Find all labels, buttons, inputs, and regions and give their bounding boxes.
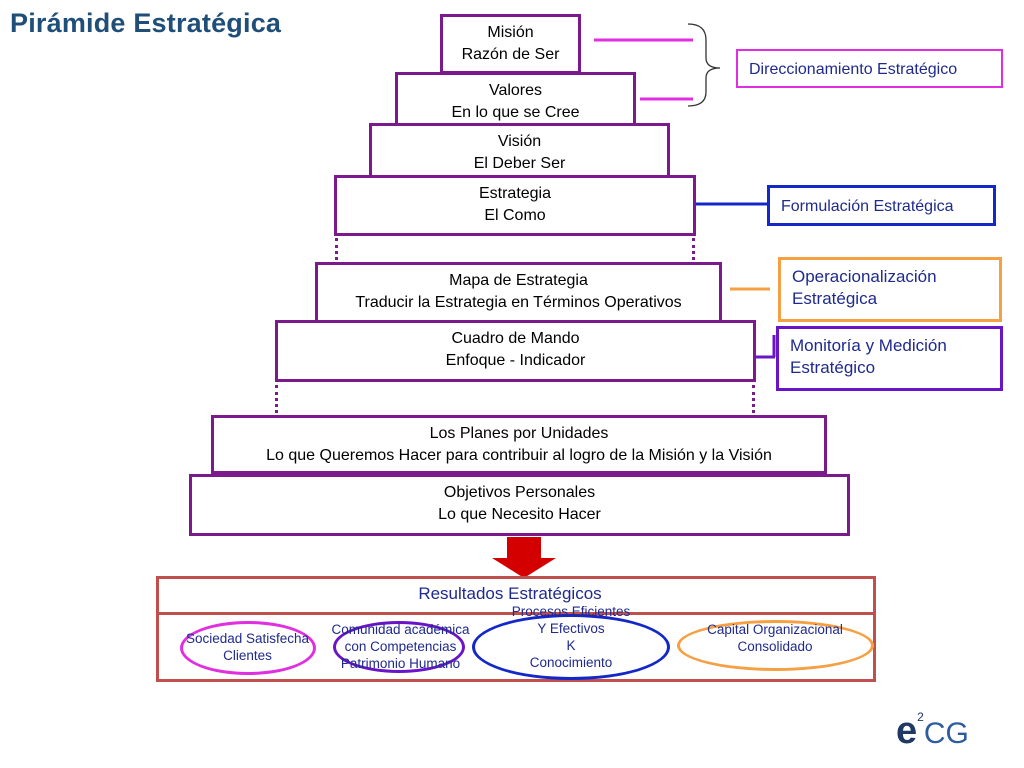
pyramid-level-line1: Mapa de Estrategia (449, 272, 588, 289)
result-procesos: Procesos Eficientes Y Efectivos K Conoci… (490, 603, 652, 671)
result-line: Comunidad académica (331, 622, 470, 637)
curly-brace (687, 23, 721, 107)
pyramid-level-line1: Misión (487, 24, 534, 41)
result-line: Patrimonio Humano (340, 656, 461, 671)
label-monitoria-line1: Monitoría y Medición (790, 336, 947, 355)
pyramid-level-line1: Los Planes por Unidades (429, 425, 609, 442)
pyramid-level-estrategia: Estrategia El Como (334, 175, 696, 236)
result-clientes: Sociedad Satisfecha Clientes (170, 630, 325, 664)
pyramid-level-valores: Valores En lo que se Cree (395, 72, 636, 128)
label-formulacion: Formulación Estratégica (767, 185, 996, 226)
pyramid-level-mision: Misión Razón de Ser (440, 14, 581, 74)
ellipse-comunidad (333, 621, 465, 673)
pyramid-level-line2: Lo que Necesito Hacer (438, 506, 601, 523)
result-comunidad: Comunidad académica con Competencias Pat… (318, 621, 483, 672)
results-title: Resultados Estratégicos (418, 584, 602, 603)
pyramid-level-cuadro: Cuadro de Mando Enfoque - Indicador (275, 320, 756, 382)
ellipse-capital (677, 620, 874, 671)
results-panel (156, 576, 876, 682)
result-line: Capital Organizacional (707, 622, 843, 637)
pyramid-level-line2: Lo que Queremos Hacer para contribuir al… (266, 447, 772, 464)
pyramid-level-line2: En lo que se Cree (451, 104, 580, 121)
pyramid-level-line2: Enfoque - Indicador (445, 352, 586, 369)
label-operacionalizacion-line2: Estratégica (792, 289, 878, 308)
dotted-connector (275, 385, 278, 413)
down-arrow-shape (492, 537, 556, 578)
result-line: Conocimiento (529, 655, 613, 670)
dotted-connector (752, 385, 755, 413)
dotted-connector (335, 238, 338, 260)
result-line: con Competencias (344, 639, 457, 654)
label-operacionalizacion: Operacionalización Estratégica (778, 257, 1002, 322)
label-operacionalizacion-line1: Operacionalización (792, 267, 937, 286)
pyramid-level-line1: Valores (488, 82, 543, 99)
result-capital: Capital Organizacional Consolidado (680, 621, 870, 655)
pyramid-level-line1: Objetivos Personales (443, 484, 596, 501)
results-divider (159, 612, 873, 615)
label-monitoria-line2: Estratégico (790, 358, 876, 377)
result-line: Procesos Eficientes (511, 604, 631, 619)
logo-sup: 2 (917, 709, 924, 724)
pyramid-level-mapa: Mapa de Estrategia Traducir la Estrategi… (315, 262, 722, 323)
logo-e: e (896, 710, 918, 752)
result-line: Y Efectivos (537, 621, 605, 636)
page-title: Pirámide Estratégica (10, 8, 282, 38)
pyramid-level-vision: Visión El Deber Ser (369, 123, 670, 181)
result-line: Sociedad Satisfecha (185, 631, 310, 646)
ellipse-procesos (472, 614, 670, 680)
pyramid-level-line1: Visión (497, 133, 542, 150)
logo-cg: CG (923, 717, 969, 750)
result-line: Consolidado (737, 639, 813, 654)
result-line: Clientes (223, 648, 272, 663)
e2cg-logo: e2CG (896, 709, 986, 752)
dotted-connector (692, 238, 695, 260)
pyramid-level-line2: Razón de Ser (461, 46, 560, 63)
result-line: K (566, 638, 576, 653)
pyramid-level-line2: El Deber Ser (473, 155, 566, 172)
pyramid-level-objetivos: Objetivos Personales Lo que Necesito Hac… (189, 474, 850, 536)
pyramid-level-line1: Cuadro de Mando (451, 330, 580, 347)
label-monitoria: Monitoría y Medición Estratégico (776, 326, 1003, 391)
pyramid-level-line1: Estrategia (478, 185, 552, 202)
pyramid-level-planes: Los Planes por Unidades Lo que Queremos … (211, 415, 827, 474)
ellipse-clientes (180, 621, 316, 675)
pyramid-level-line2: Traducir la Estrategia en Términos Opera… (355, 294, 682, 311)
pyramid-level-line2: El Como (484, 207, 546, 224)
label-direccionamiento: Direccionamiento Estratégico (736, 49, 1003, 88)
